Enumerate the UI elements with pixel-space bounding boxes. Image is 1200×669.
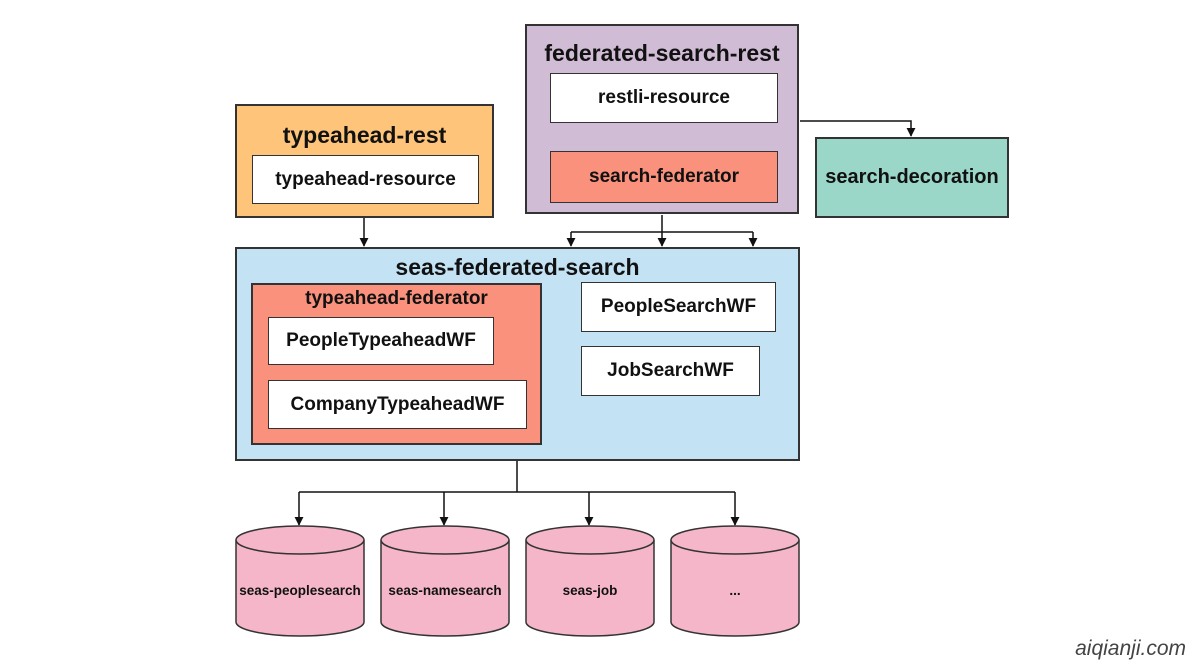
search-federator-box: search-federator: [550, 151, 778, 203]
typeahead-federator-box: typeahead-federator PeopleTypeaheadWF Co…: [251, 283, 542, 445]
people-typeahead-wf-box: PeopleTypeaheadWF: [268, 317, 494, 365]
company-typeahead-wf-box: CompanyTypeaheadWF: [268, 380, 527, 429]
seas-federated-search-title: seas-federated-search: [395, 254, 640, 280]
typeahead-rest-box: typeahead-rest typeahead-resource: [235, 104, 494, 218]
database-cylinder: seas-namesearch: [380, 525, 510, 637]
typeahead-rest-title: typeahead-rest: [282, 122, 447, 148]
arrow-fsr-to-decoration: [800, 120, 916, 137]
database-label: seas-namesearch: [388, 583, 502, 598]
database-cylinder: ...: [670, 525, 800, 637]
database-cylinder: seas-peoplesearch: [235, 525, 365, 637]
database-label: ...: [729, 583, 741, 598]
database-icon: [670, 525, 800, 637]
watermark: aiqianji.com: [1075, 637, 1186, 660]
database-icon: [380, 525, 510, 637]
people-search-wf-box: PeopleSearchWF: [581, 282, 776, 332]
typeahead-federator-title: typeahead-federator: [305, 288, 488, 309]
database-icon: [525, 525, 655, 637]
typeahead-resource-box: typeahead-resource: [252, 155, 479, 204]
federated-search-rest-box: federated-search-rest restli-resource se…: [525, 24, 799, 214]
job-search-wf-box: JobSearchWF: [581, 346, 760, 396]
database-cylinder: seas-job: [525, 525, 655, 637]
database-label: seas-job: [562, 583, 618, 598]
restli-resource-box: restli-resource: [550, 73, 778, 123]
database-label: seas-peoplesearch: [239, 583, 361, 598]
search-decoration-box: search-decoration: [815, 137, 1009, 218]
database-icon: [235, 525, 365, 637]
federated-search-rest-title: federated-search-rest: [544, 40, 780, 66]
